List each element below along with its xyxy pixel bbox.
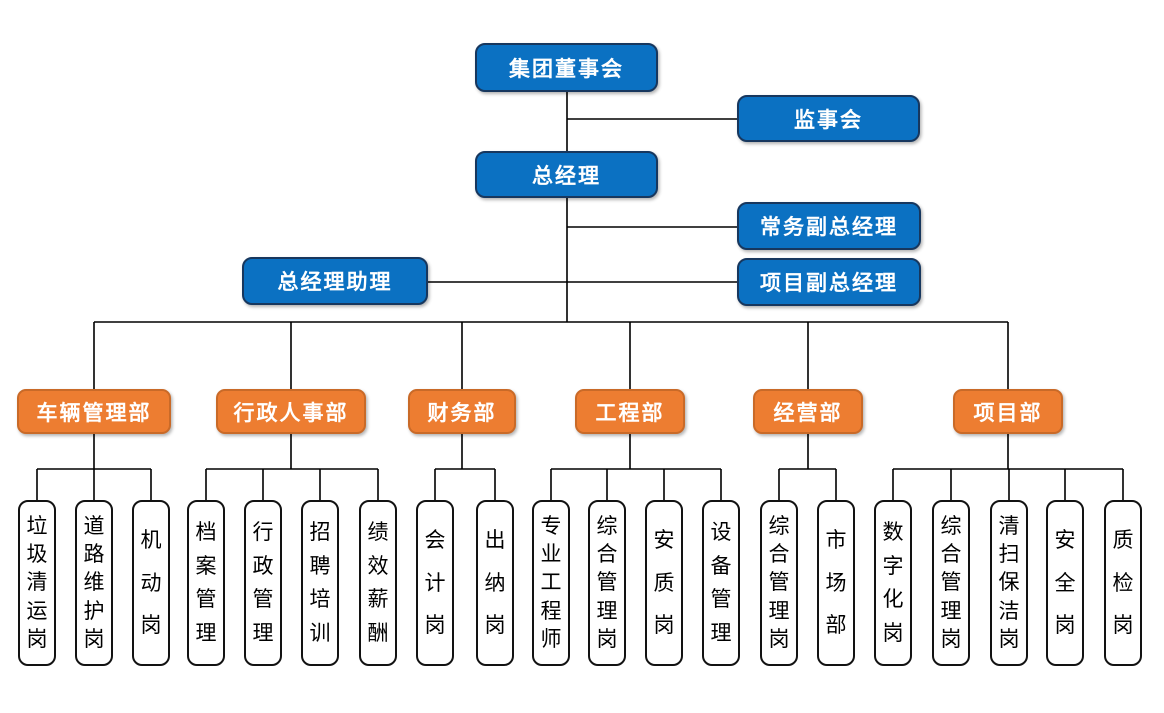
connector-department-bus: [93, 321, 1009, 389]
connector-top-section: [428, 92, 737, 322]
node-supervisory-board: 监事会: [737, 95, 920, 142]
pos-garbage-collection: 垃圾清运岗: [18, 500, 56, 666]
dept-project: 项目部: [953, 389, 1063, 434]
connector-group-admin-hr: [205, 434, 379, 500]
pos-recruitment-training: 招聘培训: [301, 500, 339, 666]
connector-group-operations: [778, 434, 837, 500]
connector-group-engineering: [550, 434, 722, 500]
pos-proj-general-management: 综合管理岗: [932, 500, 970, 666]
dept-operations: 经营部: [753, 389, 863, 434]
pos-cashier: 出纳岗: [476, 500, 514, 666]
pos-mobile-duty: 机动岗: [132, 500, 170, 666]
pos-admin-management: 行政管理: [244, 500, 282, 666]
pos-cleaning: 清扫保洁岗: [990, 500, 1028, 666]
pos-equipment-management: 设备管理: [702, 500, 740, 666]
pos-safety: 安全岗: [1046, 500, 1084, 666]
dept-vehicle-management: 车辆管理部: [17, 389, 171, 434]
node-gm-assistant: 总经理助理: [242, 257, 428, 305]
pos-eng-general-management: 综合管理岗: [588, 500, 626, 666]
node-project-deputy-gm: 项目副总经理: [737, 258, 921, 306]
pos-performance-compensation: 绩效薪酬: [359, 500, 397, 666]
pos-professional-engineer: 专业工程师: [532, 500, 570, 666]
pos-digitalization: 数字化岗: [874, 500, 912, 666]
connector-group-finance: [434, 434, 496, 500]
node-group-board: 集团董事会: [475, 43, 658, 92]
pos-safety-quality: 安质岗: [645, 500, 683, 666]
pos-road-maintenance: 道路维护岗: [75, 500, 113, 666]
node-executive-deputy-gm: 常务副总经理: [737, 202, 921, 250]
connector-group-vehicle: [36, 434, 152, 500]
pos-ops-general-management: 综合管理岗: [760, 500, 798, 666]
pos-archives-management: 档案管理: [187, 500, 225, 666]
pos-quality-inspection: 质检岗: [1104, 500, 1142, 666]
dept-admin-hr: 行政人事部: [216, 389, 366, 434]
node-general-manager: 总经理: [475, 151, 658, 198]
dept-engineering: 工程部: [575, 389, 685, 434]
dept-finance: 财务部: [408, 389, 516, 434]
pos-market: 市场部: [817, 500, 855, 666]
connector-group-project: [892, 434, 1124, 500]
pos-accounting: 会计岗: [416, 500, 454, 666]
